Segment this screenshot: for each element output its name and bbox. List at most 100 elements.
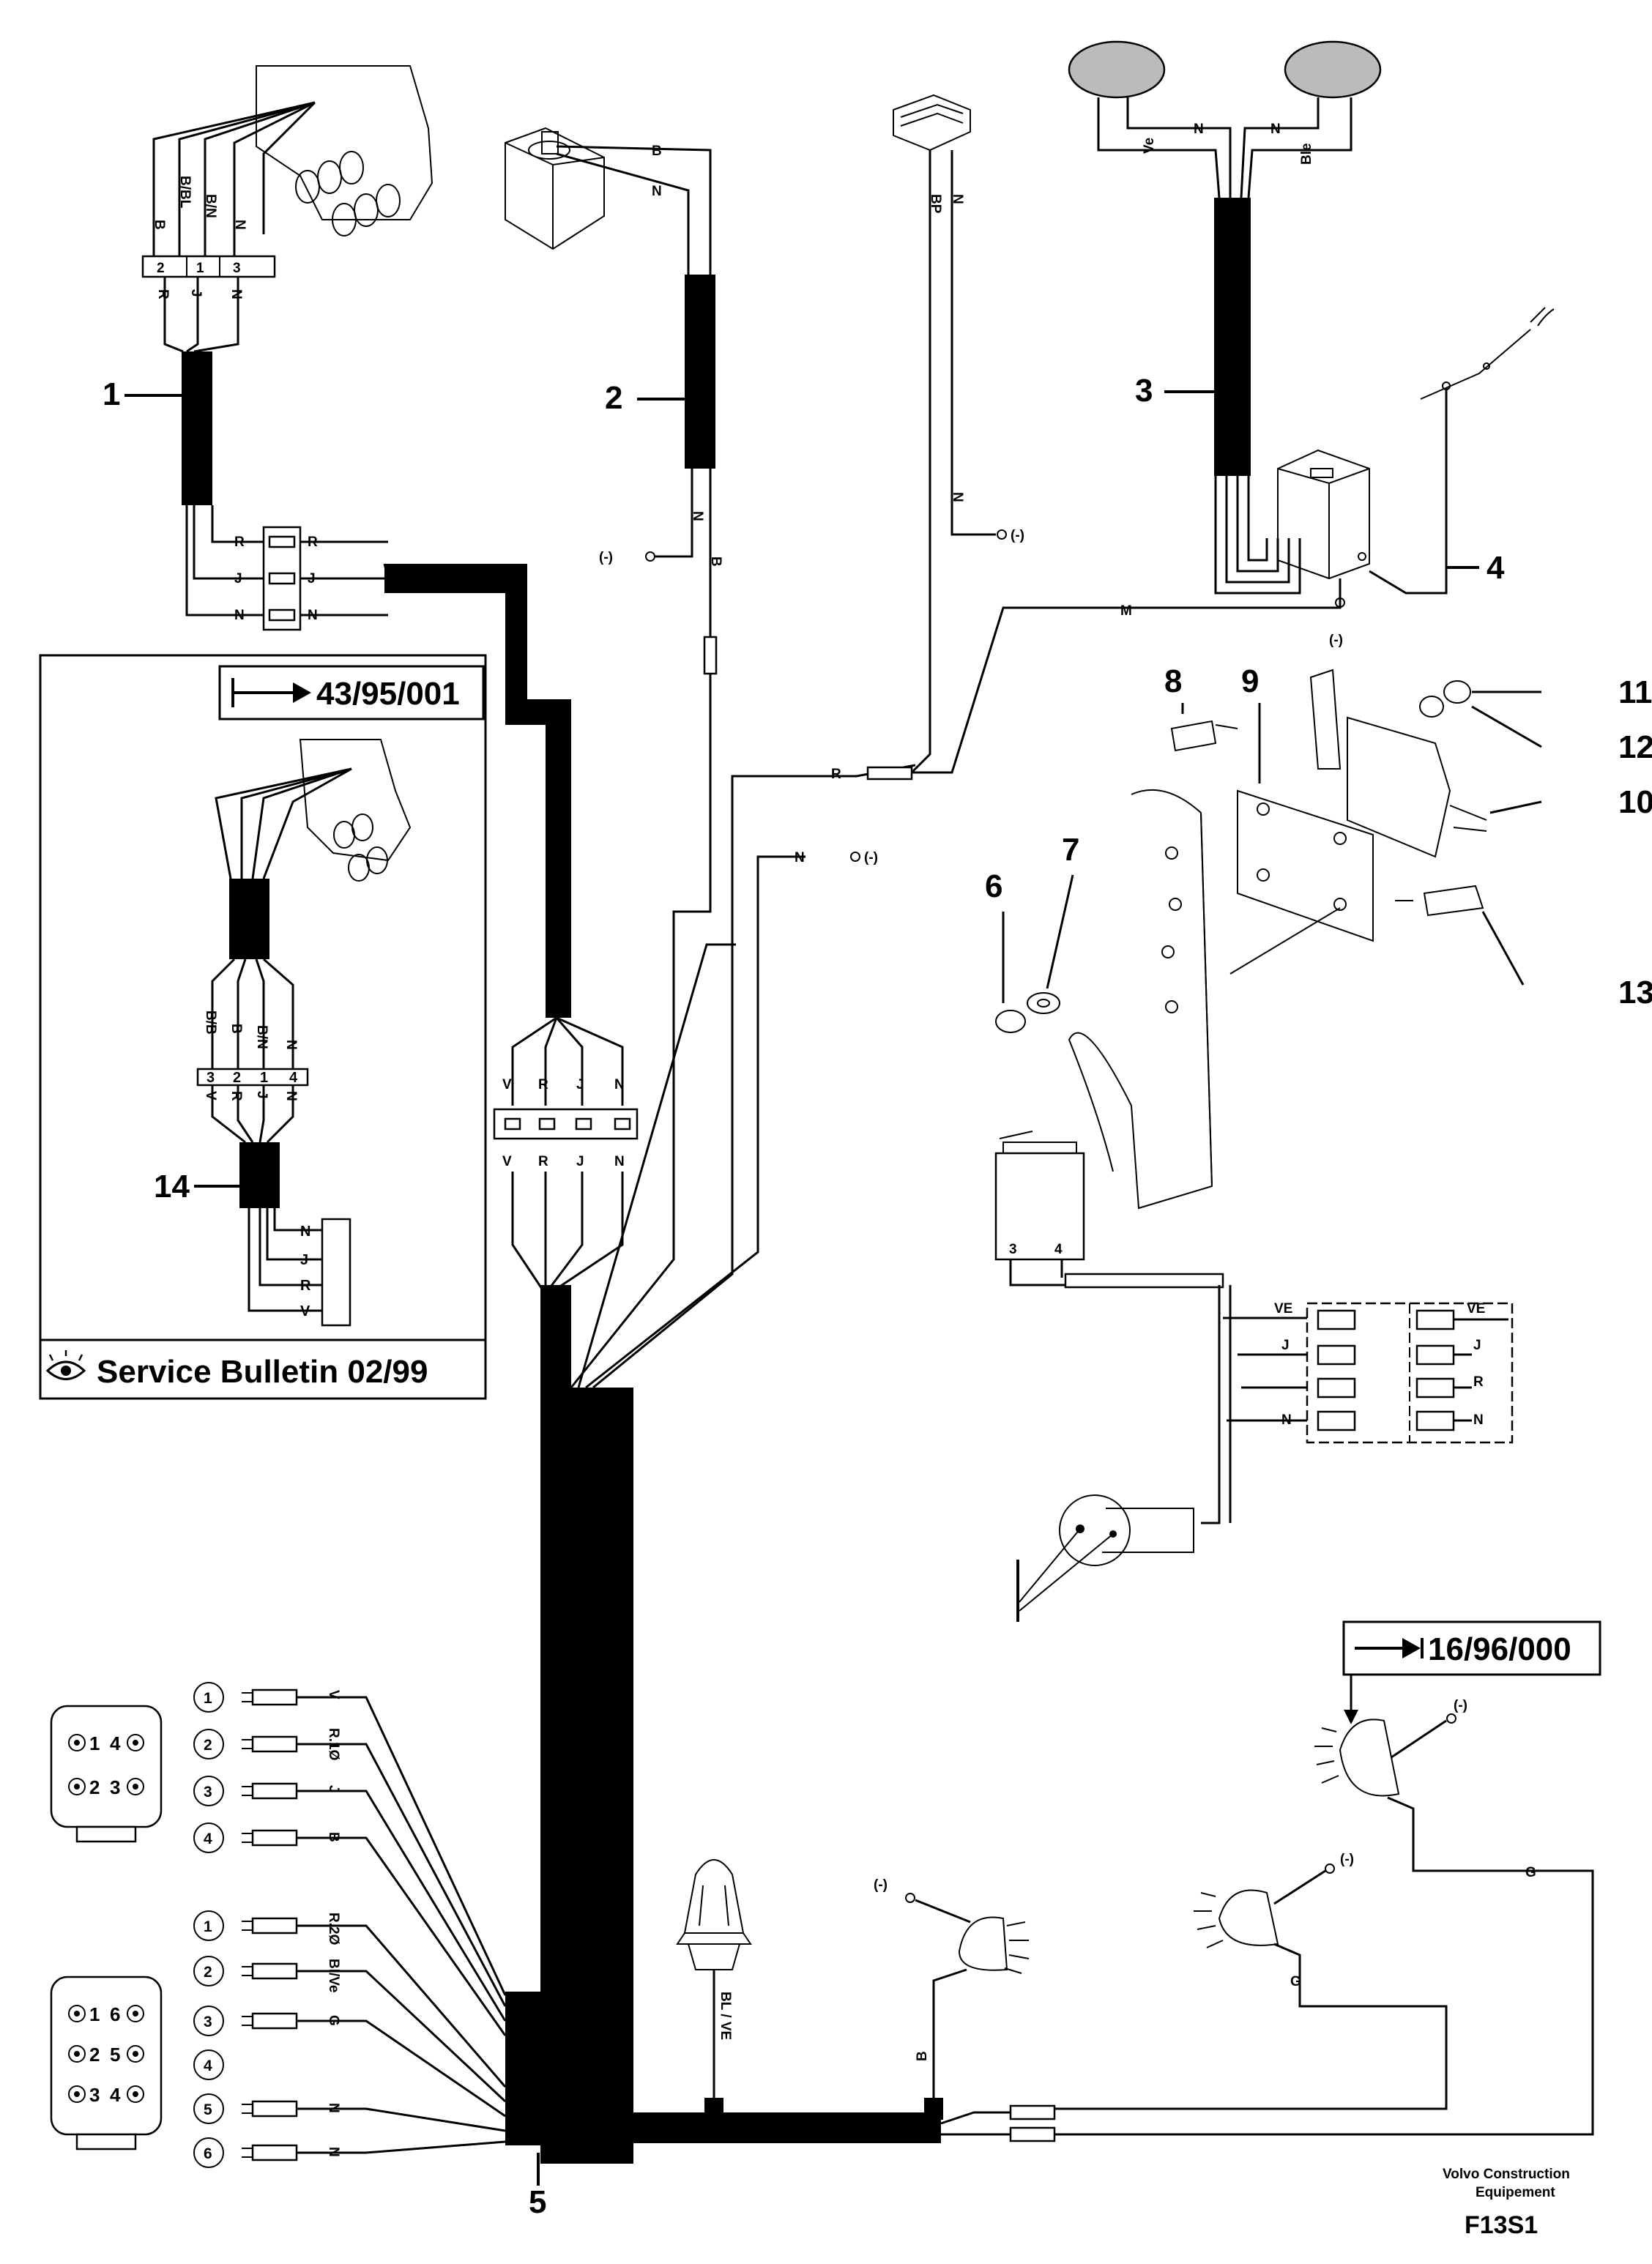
pin-label: 5	[110, 2044, 120, 2066]
figure-code: F13S1	[1465, 2211, 1538, 2239]
wire-label: N	[283, 1040, 299, 1050]
wiper-conn-cells	[1317, 1309, 1455, 1431]
wire-label: B/N	[254, 1025, 269, 1049]
wire-label: R	[831, 767, 841, 782]
ground-label: (-)	[599, 550, 613, 565]
wire-label: N	[950, 492, 965, 502]
wire-label: Bl/Ve	[326, 1959, 341, 1992]
wire-label: N	[795, 850, 805, 865]
relay-component-2: B N 2 N B (-)	[505, 127, 723, 675]
wire-label: J	[300, 1252, 308, 1268]
wire-label: J	[254, 1091, 269, 1099]
pin-3: 3	[1009, 1242, 1017, 1257]
strip-pin: 3	[233, 261, 241, 276]
component-3: N N Ve Ble 3	[1068, 40, 1382, 595]
beacon-lamp: BL / VE	[676, 1859, 752, 2120]
callout-14: 14	[154, 1169, 190, 1204]
pin-label: 6	[110, 2003, 120, 2025]
wire-label: R	[234, 535, 245, 550]
ground-label: (-)	[1454, 1698, 1467, 1713]
wire-label: R	[538, 1154, 548, 1169]
wire-label: R	[308, 535, 318, 550]
ground-label: (-)	[1011, 528, 1024, 543]
callout-10: 10	[1618, 784, 1652, 820]
wire-label: J	[1281, 1338, 1290, 1353]
pin-label: 2	[89, 2044, 100, 2066]
terminal-number: 2	[204, 1964, 212, 1981]
pin-label: 2	[89, 1776, 100, 1798]
strip-pin: 4	[289, 1070, 298, 1086]
brand-line-1: Volvo Construction	[1443, 2167, 1570, 2182]
terminal-number: 5	[204, 2101, 212, 2118]
callout-11: 11	[1618, 674, 1652, 710]
wire-label: VE	[1274, 1301, 1292, 1317]
terminal-number: 3	[204, 1784, 212, 1801]
callout-1: 1	[103, 376, 120, 412]
wire-label: B	[228, 1024, 244, 1034]
wire-label: R	[1473, 1374, 1484, 1390]
wire-label: N	[614, 1077, 625, 1092]
service-bulletin-label: Service Bulletin 02/99	[97, 1354, 428, 1390]
wire-label: N	[652, 184, 662, 199]
wire-label: N	[228, 289, 244, 299]
harness-tail	[940, 2104, 1056, 2142]
wire-label: J	[188, 289, 204, 297]
pin-label: 1	[89, 1732, 100, 1754]
wire-label: N	[300, 1224, 310, 1240]
terminal-number: 2	[204, 1737, 212, 1754]
wire-label: N	[283, 1091, 299, 1101]
wire-label: N	[1281, 1412, 1292, 1428]
arrow-right-icon	[231, 678, 311, 707]
ground-label: (-)	[1329, 633, 1343, 648]
callout-12: 12	[1618, 729, 1652, 765]
pin-label: 4	[110, 2084, 121, 2106]
pin-label: 3	[89, 2084, 100, 2106]
wire-label: J	[234, 571, 242, 587]
wire-label: R	[228, 1091, 244, 1101]
serial-ref-16-96-000: 16/96/000	[1428, 1631, 1571, 1667]
wire-label: V	[203, 1091, 218, 1101]
strip-pin: 1	[196, 261, 204, 276]
ground-label: (-)	[874, 1877, 888, 1893]
wire-label: B	[915, 2051, 930, 2061]
pin-label: 4	[110, 1732, 121, 1754]
callout-9: 9	[1241, 663, 1259, 699]
wire-label: N	[1194, 122, 1204, 137]
wire-label: Ble	[1299, 143, 1314, 165]
component-4: (-) 4	[1277, 307, 1555, 648]
wire-label: N	[950, 194, 965, 204]
callout-6: 6	[985, 868, 1002, 904]
four-pin-connector: 1 4 2 3	[50, 1705, 163, 1843]
wire-label: V	[502, 1154, 512, 1169]
wiper-motor-assembly: 3 4 VE J N VE J R N	[994, 1131, 1514, 1622]
terminal-number: 4	[204, 2058, 212, 2074]
wire-label: R	[538, 1077, 548, 1092]
c1-top-wires	[152, 101, 316, 234]
six-pin-connector: 1 6 2 5 3 4	[50, 1976, 163, 2151]
rear-lamp-3: 16/96/000 (-) G	[1054, 1620, 1601, 2136]
wire-label: G	[1290, 1974, 1301, 1989]
callout-3: 3	[1135, 373, 1153, 409]
wire-label: B/N	[203, 194, 218, 218]
callout-4: 4	[1487, 550, 1505, 586]
wire-label: J	[326, 1785, 341, 1793]
main-harness-5: V R J N V R J N 5	[383, 563, 941, 2220]
terminal-group-lower: 1 R.2Ø 2 Bl/Ve 3 G 4 5 N 6 N	[193, 1910, 507, 2168]
wire-label: R	[300, 1278, 311, 1294]
terminal-number: 4	[204, 1831, 212, 1847]
wire-label: J	[308, 571, 316, 587]
strip-pin: 1	[260, 1070, 268, 1086]
wire-label: N	[232, 220, 248, 230]
callout-5: 5	[529, 2184, 546, 2220]
c1-top-labels: B B/BL B/N N	[152, 176, 248, 230]
wire-label: B/BL	[177, 176, 193, 209]
switch-component-1	[256, 65, 434, 237]
wire-label: N	[690, 511, 705, 521]
wire-label: B	[708, 556, 723, 567]
wire-label: BP	[928, 194, 943, 214]
wire-label: VE	[1467, 1301, 1485, 1317]
terminal-number: 3	[204, 2014, 212, 2030]
terminal-number: 6	[204, 2145, 212, 2162]
service-bulletin-inset: 43/95/001 Service Bulletin 02/99 B/B B B…	[39, 654, 487, 1400]
